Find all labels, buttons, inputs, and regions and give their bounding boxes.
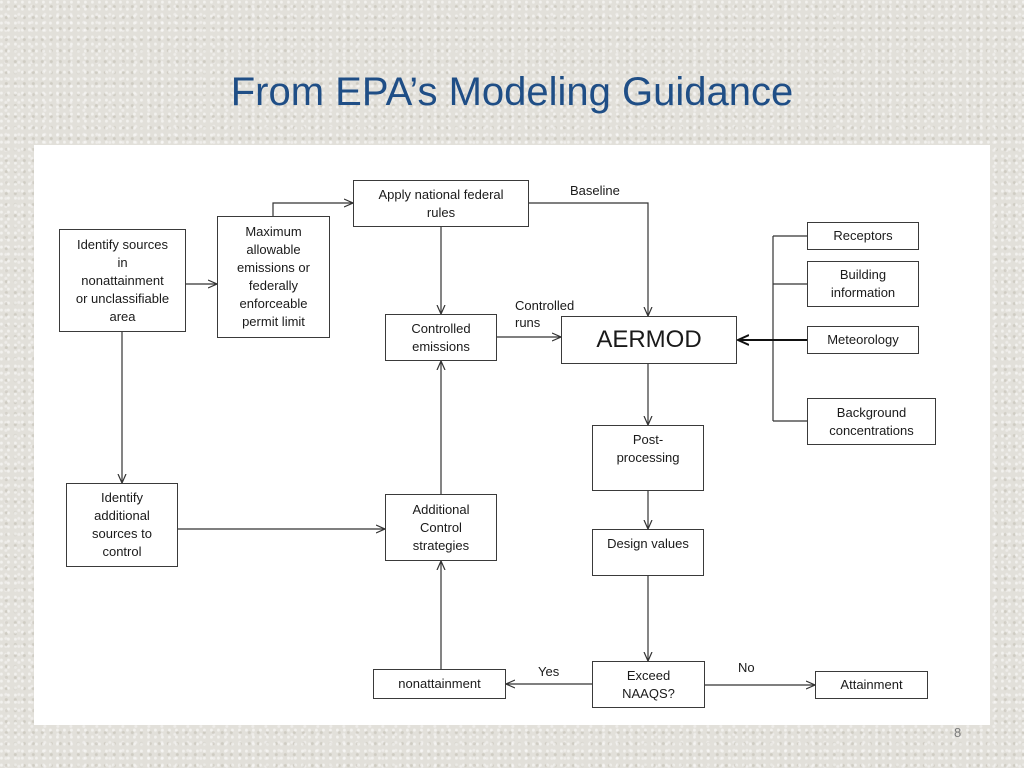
node-identify-sources-label: Identify sources in nonattainment or unc…	[75, 236, 170, 324]
node-building-information: Building information	[807, 261, 919, 307]
node-exceed-naaqs: Exceed NAAQS?	[592, 661, 705, 708]
edge-maximum-to-apply-rules	[272, 203, 353, 216]
node-maximum-allowable-label: Maximum allowable emissions or federally…	[237, 224, 310, 329]
node-post-processing: Post- processing	[592, 425, 704, 491]
node-aermod-label: AERMOD	[596, 326, 702, 353]
node-meteorology: Meteorology	[807, 326, 919, 354]
node-nonattainment: nonattainment	[373, 669, 506, 699]
node-identify-additional-sources-label: Identify additional sources to control	[92, 490, 152, 559]
node-additional-control-strategies: Additional Control strategies	[385, 494, 497, 561]
node-additional-control-strategies-label: Additional Control strategies	[412, 501, 470, 553]
node-receptors: Receptors	[807, 222, 919, 250]
node-attainment: Attainment	[815, 671, 928, 699]
node-apply-national-rules: Apply national federal rules	[353, 180, 529, 227]
node-controlled-emissions: Controlled emissions	[385, 314, 497, 361]
node-post-processing-label: Post- processing	[616, 432, 680, 465]
node-attainment-label: Attainment	[840, 677, 903, 692]
node-controlled-emissions-label: Controlled emissions	[411, 320, 471, 354]
page-number: 8	[954, 725, 962, 740]
edge-label-controlled-runs: Controlled runs	[515, 298, 575, 330]
node-design-values: Design values	[592, 529, 704, 576]
node-background-concentrations-label: Background concentrations	[829, 404, 914, 438]
edge-baseline	[529, 202, 648, 316]
node-receptors-label: Receptors	[833, 228, 893, 243]
node-nonattainment-label: nonattainment	[398, 676, 481, 691]
node-maximum-allowable: Maximum allowable emissions or federally…	[217, 216, 330, 338]
node-design-values-label: Design values	[607, 536, 689, 551]
node-background-concentrations: Background concentrations	[807, 398, 936, 445]
node-aermod: AERMOD	[561, 316, 737, 364]
node-exceed-naaqs-label: Exceed NAAQS?	[622, 667, 675, 701]
node-apply-national-rules-label: Apply national federal rules	[378, 186, 504, 220]
node-identify-additional-sources: Identify additional sources to control	[66, 483, 178, 567]
node-identify-sources: Identify sources in nonattainment or unc…	[59, 229, 186, 332]
edge-label-baseline: Baseline	[570, 183, 620, 198]
edge-label-no: No	[738, 660, 755, 675]
edge-label-yes: Yes	[538, 664, 560, 679]
node-building-information-label: Building information	[830, 267, 896, 300]
node-meteorology-label: Meteorology	[827, 332, 899, 347]
slide-title: From EPA’s Modeling Guidance	[230, 70, 794, 114]
